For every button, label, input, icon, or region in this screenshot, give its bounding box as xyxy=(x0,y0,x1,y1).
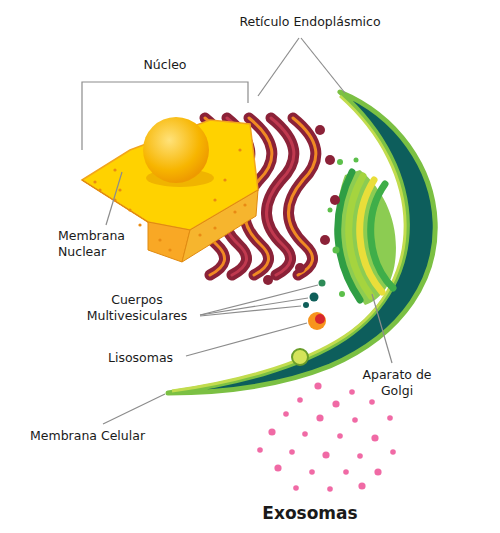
cell-membrane-label: Membrana Celular xyxy=(30,428,200,444)
leader-line xyxy=(258,38,299,96)
nuclear-pore xyxy=(238,148,241,151)
er-fragment xyxy=(295,263,305,273)
exosome-dot xyxy=(387,415,393,421)
leader-lines xyxy=(82,38,392,424)
nuclear-pore xyxy=(158,238,161,241)
nuclear-pore xyxy=(213,226,216,229)
nuclear-pore xyxy=(118,188,121,191)
golgi-vesicle xyxy=(333,247,340,254)
nuclear-pore xyxy=(233,210,236,213)
golgi-cisternae xyxy=(328,158,394,301)
nucleus-label: Núcleo xyxy=(120,57,210,73)
exosome-dot xyxy=(257,447,263,453)
lysosome-core xyxy=(315,314,325,324)
exosome-dot xyxy=(327,486,333,492)
exosome-dot xyxy=(337,433,343,439)
er-fragment xyxy=(320,235,330,245)
nuclear-pore xyxy=(168,248,171,251)
exosome-dot xyxy=(371,434,378,441)
exosome-dot xyxy=(352,417,358,423)
exosome-dot xyxy=(369,399,375,405)
exosome-dot xyxy=(289,449,295,455)
multivesicular-body xyxy=(303,302,309,308)
golgi-body xyxy=(337,170,396,305)
nuclear-pore xyxy=(198,233,201,236)
er-fragment xyxy=(315,125,325,135)
multivesicular-body xyxy=(310,293,319,302)
exosome-dot xyxy=(268,428,275,435)
exosome-label: Exosomas xyxy=(220,503,400,524)
nuclear-pore xyxy=(98,188,101,191)
nuclear-pore xyxy=(113,168,116,171)
nuclear-pore xyxy=(223,178,226,181)
nuclear-pore xyxy=(128,208,131,211)
nucleus-side xyxy=(182,190,258,262)
er-fragment xyxy=(325,155,335,165)
nucleus-bracket xyxy=(82,82,248,150)
golgi-cisterna xyxy=(371,184,393,288)
exosome-dot xyxy=(332,400,339,407)
exosome-dot xyxy=(302,431,308,437)
leader-line xyxy=(106,172,122,225)
exosome-dot xyxy=(283,411,289,417)
golgi-vesicle xyxy=(337,159,343,165)
er-label: Retículo Endoplásmico xyxy=(225,14,395,30)
exosome-dot xyxy=(358,482,365,489)
leader-line xyxy=(372,294,392,363)
lysosome xyxy=(308,312,326,330)
leader-line xyxy=(186,323,307,356)
golgi-vesicle xyxy=(354,158,359,163)
leader-line xyxy=(200,285,318,315)
mvb-label: Cuerpos Multivesiculares xyxy=(72,292,202,324)
nucleolus xyxy=(143,117,209,183)
er-band xyxy=(288,118,315,275)
exosome-dot xyxy=(314,382,321,389)
nuclear-pore xyxy=(93,180,96,183)
exosome-dot xyxy=(374,468,381,475)
nuclear-pore xyxy=(243,203,246,206)
er-fragment xyxy=(263,275,273,285)
golgi-vesicle xyxy=(339,291,345,297)
exosome-dot xyxy=(316,414,323,421)
nuclear-membrane-label: Membrana Nuclear xyxy=(58,228,138,260)
leader-line xyxy=(200,306,301,316)
nuclear-pore xyxy=(213,198,216,201)
exosome-dot xyxy=(274,464,281,471)
nuclear-pore xyxy=(138,223,141,226)
leader-line xyxy=(301,38,345,93)
leader-line xyxy=(103,394,165,424)
exosome-dot xyxy=(293,485,299,491)
exosomes xyxy=(257,382,396,491)
multivesicular-body xyxy=(319,280,326,287)
exosome-dot xyxy=(357,453,363,459)
lysosome-label: Lisosomas xyxy=(108,350,198,366)
leader-line xyxy=(200,298,308,315)
exosome-dot xyxy=(343,469,349,475)
er-fragment xyxy=(330,195,340,205)
exosome-dot xyxy=(309,469,315,475)
golgi-label: Aparato de Golgi xyxy=(352,367,442,399)
exosome-dot xyxy=(390,449,396,455)
exocytosis-vesicle xyxy=(292,349,308,365)
exosome-dot xyxy=(349,389,355,395)
exosome-dot xyxy=(322,451,329,458)
golgi-vesicle xyxy=(328,208,333,213)
er-lumen xyxy=(288,118,315,275)
exosome-dot xyxy=(297,397,303,403)
